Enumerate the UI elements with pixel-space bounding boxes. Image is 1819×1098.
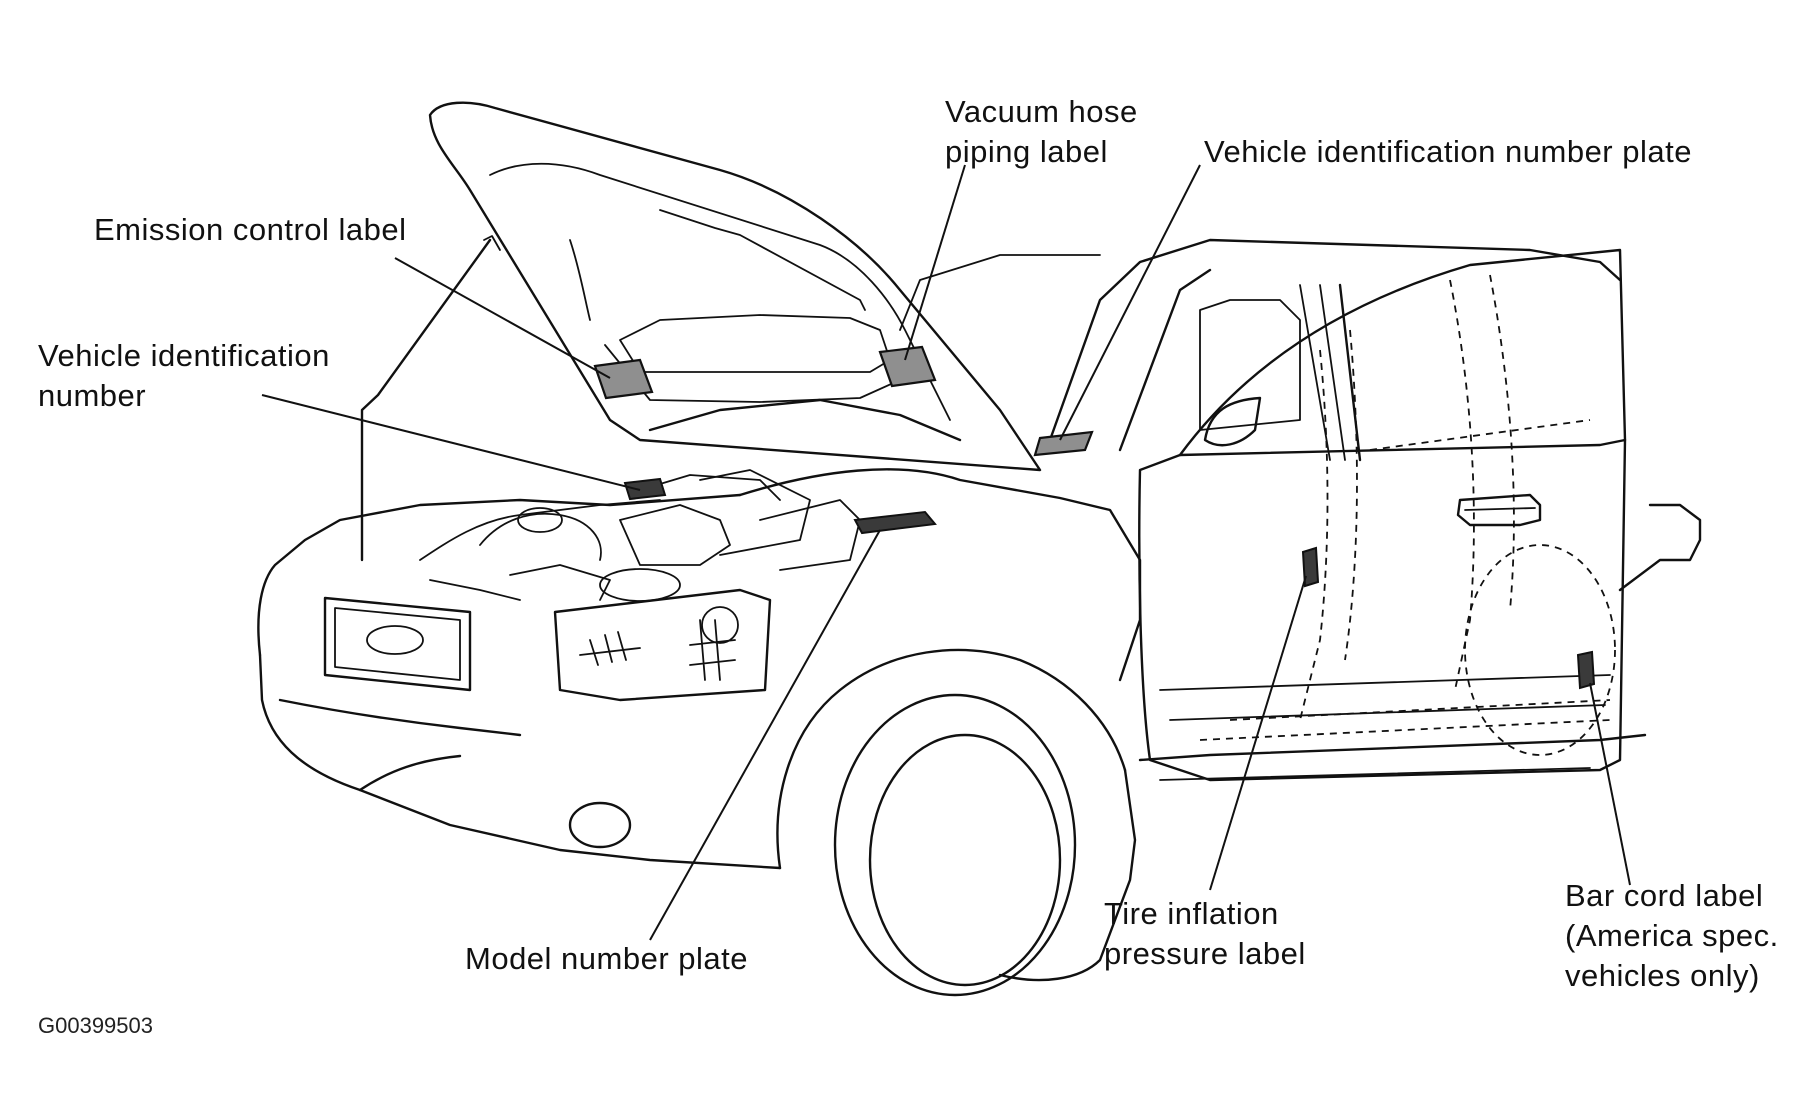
- engine-bay: [419, 469, 861, 602]
- tire-label-line2: pressure label: [1104, 936, 1306, 971]
- emission-control-label: Emission control label: [94, 212, 407, 247]
- bar-code-label-line3: vehicles only): [1565, 958, 1760, 993]
- model-plate-marker: [853, 510, 937, 535]
- vin-plate-label: Vehicle identification number plate: [1204, 134, 1692, 169]
- label-markers: [593, 345, 1596, 690]
- vin-label-line2: number: [38, 378, 146, 413]
- hood-prop-rod: [360, 238, 492, 562]
- vin-plate-marker: [1033, 430, 1094, 457]
- vehicle-body: [257, 238, 1702, 997]
- callout-texts: Vacuum hose piping label Vehicle identif…: [38, 94, 1779, 1038]
- bar-code-label-line2: (America spec.: [1565, 918, 1779, 953]
- vacuum-hose-label-line1: Vacuum hose: [945, 94, 1138, 129]
- model-number-plate-label: Model number plate: [465, 941, 748, 976]
- vin-label-line1: Vehicle identification: [38, 338, 330, 373]
- bar-code-label-line1: Bar cord label: [1565, 878, 1763, 913]
- vehicle-drawing: [257, 101, 1702, 997]
- leader-lines: [261, 164, 1631, 941]
- figure-code: G00399503: [38, 1013, 153, 1038]
- open-front-door: [1138, 248, 1627, 782]
- vin-marker: [623, 477, 667, 501]
- emission-label-marker: [593, 358, 654, 400]
- vacuum-hose-label-line2: piping label: [945, 134, 1108, 169]
- tire-label-line1: Tire inflation: [1104, 896, 1279, 931]
- bar-code-label-marker: [1576, 650, 1596, 690]
